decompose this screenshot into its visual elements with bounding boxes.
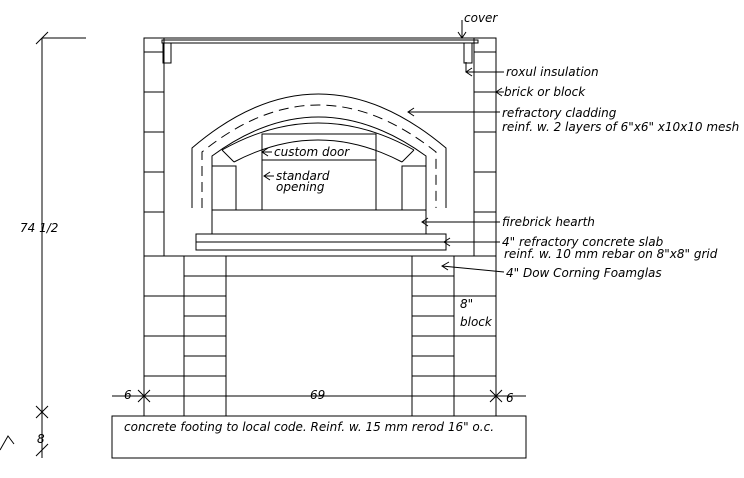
footing-height-label: 8 (37, 432, 45, 446)
right-wall-dim: 6 (506, 391, 514, 405)
inner-arch-inner (233, 139, 403, 163)
dome-dashed-cladding (201, 104, 437, 208)
custom-door-label: custom door (274, 145, 350, 159)
cover-plate (161, 39, 479, 44)
leader-arrow (457, 31, 467, 39)
cover-label: cover (464, 11, 498, 25)
block-label-2: block (460, 315, 493, 329)
foamglas-label: 4" Dow Corning Foamglas (506, 266, 662, 280)
cover (161, 39, 479, 64)
dome-outer (191, 93, 447, 208)
leader-arrow (421, 217, 429, 227)
cover-left-lip (162, 42, 172, 64)
oven-enclosure (143, 37, 497, 257)
roxul-label: roxul insulation (506, 65, 599, 79)
hearth-label: firebrick hearth (502, 215, 595, 229)
block-label-1: 8" (460, 297, 473, 311)
concrete-footing (111, 415, 527, 459)
height-dim-tick-mid2 (35, 405, 49, 419)
footing-label: concrete footing to local code. Reinf. w… (124, 420, 494, 434)
slab-label-2: reinf. w. 10 mm rebar on 8"x8" grid (504, 247, 718, 261)
leader-arrow (407, 107, 415, 117)
standard-label-2: opening (276, 180, 325, 194)
height-dimension (35, 31, 86, 458)
firebrick-hearth (211, 209, 427, 235)
width-dimension (112, 384, 526, 416)
height-dim-tick-bottom (35, 443, 49, 457)
foamglas-leader (441, 265, 505, 273)
height-dim-label: 74 1/2 (20, 221, 58, 235)
cover-right-lip (463, 42, 473, 64)
arch-end-left (221, 149, 235, 163)
jamb-right (401, 165, 427, 211)
height-dim-tick-top (35, 31, 49, 45)
width-dim-label: 69 (310, 388, 325, 402)
leader-arrow (495, 87, 503, 97)
left-wall-dim: 6 (124, 388, 132, 402)
cladding-label-2: reinf. w. 2 layers of 6"x6" x10x10 mesh (502, 120, 739, 134)
width-tick (489, 389, 503, 403)
cladding-label-1: refractory cladding (502, 106, 617, 120)
brick-label: brick or block (504, 85, 586, 99)
oven-dome (191, 93, 447, 211)
slab-label-1: 4" refractory concrete slab (502, 235, 664, 249)
leader-arrow (263, 171, 271, 181)
dome-inner (211, 116, 427, 208)
jamb-left (211, 165, 237, 211)
arch-end-right (401, 149, 415, 163)
stray-mark (0, 435, 15, 451)
leader-arrow (441, 261, 450, 271)
leader-arrow (261, 147, 269, 157)
inner-arch-outer (221, 122, 415, 151)
standard-label-1: standard (276, 169, 330, 183)
leader-arrow (443, 237, 451, 247)
width-tick (137, 389, 151, 403)
